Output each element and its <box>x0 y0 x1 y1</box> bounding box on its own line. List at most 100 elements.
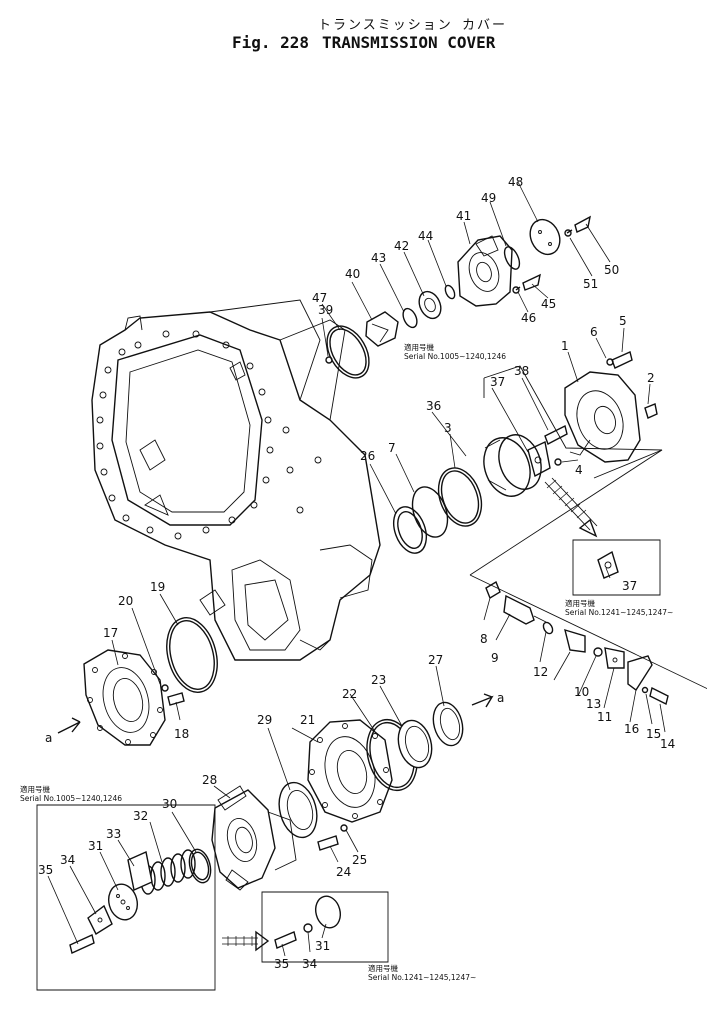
callout-10: 10 <box>574 685 589 699</box>
right-small-parts <box>469 449 707 706</box>
lock-plate-34 <box>87 904 113 936</box>
callout-34: 34 <box>60 853 75 867</box>
right-cover-group <box>392 351 663 596</box>
o-ring-30 <box>188 848 212 884</box>
detail-box-37 <box>572 539 661 596</box>
callout-17: 17 <box>103 626 118 640</box>
arrow-label-left: a <box>45 731 52 745</box>
callout-42: 42 <box>394 239 409 253</box>
bolt-38 <box>544 424 568 445</box>
sensor-9 <box>503 594 535 625</box>
callout-33: 33 <box>106 827 121 841</box>
applicable-label-right: 適用号機 <box>565 598 595 608</box>
callout-46: 46 <box>521 311 536 325</box>
plate-31 <box>107 883 139 921</box>
callout-22: 22 <box>342 687 357 701</box>
bearing-42 <box>418 290 442 320</box>
washer-15 <box>641 686 649 694</box>
bracket-lines <box>483 365 663 479</box>
ring-20 <box>161 684 169 692</box>
top-cover-group <box>325 215 591 379</box>
figure-name: TRANSMISSION COVER <box>322 33 496 52</box>
callout-23: 23 <box>371 673 386 687</box>
callout-14: 14 <box>660 737 675 751</box>
snap-ring-44 <box>444 284 456 300</box>
callout-8: 8 <box>480 632 488 646</box>
serial-note-top: Serial No.1005~1240,1246 <box>404 352 506 361</box>
callouts: 1 2 3 4 5 6 7 8 9 10 11 12 13 14 15 16 1… <box>38 175 675 971</box>
callout-36: 36 <box>426 399 441 413</box>
callout-6: 6 <box>590 325 598 339</box>
ring-43 <box>402 307 418 329</box>
callout-18: 18 <box>174 727 189 741</box>
spacer-33 <box>127 851 153 891</box>
bolt-14 <box>649 686 669 706</box>
callout-31: 31 <box>88 839 103 853</box>
callout-28: 28 <box>202 773 217 787</box>
left-detail-box <box>36 804 270 991</box>
detail-box-left <box>36 804 216 991</box>
cap-48 <box>529 218 561 256</box>
cover-41 <box>457 235 513 307</box>
bolt-35b <box>274 931 297 949</box>
serial-note-left-box: Serial No.1005~1240,1246 <box>20 794 122 803</box>
callout-7: 7 <box>388 441 396 455</box>
plug-4 <box>554 458 562 466</box>
callout-32: 32 <box>133 809 148 823</box>
cover-17 <box>83 649 166 746</box>
plate-31b <box>314 895 342 929</box>
washer-25 <box>340 824 348 832</box>
leader-lines <box>47 181 666 957</box>
callout-45: 45 <box>541 297 556 311</box>
callout-9: 9 <box>491 651 499 665</box>
callout-25: 25 <box>352 853 367 867</box>
callout-1: 1 <box>561 339 569 353</box>
callout-3: 3 <box>444 421 452 435</box>
callout-30: 30 <box>162 797 177 811</box>
callout-35b: 35 <box>274 957 289 971</box>
callout-12: 12 <box>533 665 548 679</box>
callout-35: 35 <box>38 863 53 877</box>
ring-3 <box>437 467 483 527</box>
callout-39: 39 <box>318 303 333 317</box>
clip-16 <box>627 655 653 692</box>
callout-11: 11 <box>597 710 612 724</box>
transmission-housing <box>91 299 381 661</box>
seal-26 <box>392 506 428 554</box>
callout-41: 41 <box>456 209 471 223</box>
arrow-label-right: a <box>497 691 504 705</box>
nut-13 <box>593 647 603 657</box>
applicable-label-top: 適用号機 <box>404 342 434 352</box>
gasket-37 <box>527 440 551 478</box>
plug-10 <box>564 628 586 653</box>
callout-21: 21 <box>300 713 315 727</box>
reference-line <box>469 449 663 576</box>
japanese-cover-label: カバー <box>462 18 508 33</box>
o-ring-19 <box>166 617 218 693</box>
bolt-24 <box>317 835 339 851</box>
callout-37b: 37 <box>622 579 637 593</box>
applicable-label-bottom: 適用号機 <box>368 963 398 973</box>
left-cover-group <box>57 617 218 746</box>
washer-51 <box>564 229 572 237</box>
ring-27 <box>432 701 464 747</box>
callout-40: 40 <box>345 267 360 281</box>
washer-34b <box>303 923 313 933</box>
callout-31b: 31 <box>315 939 330 953</box>
serial-note-bottom-box: Serial No.1241~1245,1247~ <box>368 973 476 982</box>
callout-50: 50 <box>604 263 619 277</box>
figure-number: Fig. 228 <box>232 33 310 52</box>
washer-46 <box>512 286 520 294</box>
detail-box-bottom <box>261 891 389 963</box>
callout-5: 5 <box>619 314 627 328</box>
callout-19: 19 <box>150 580 165 594</box>
serial-note-right: Serial No.1241~1245,1247~ <box>565 608 673 617</box>
callout-16: 16 <box>624 722 639 736</box>
applicable-label-left: 適用号機 <box>20 784 50 794</box>
fitting-8 <box>485 580 501 600</box>
cover-1 <box>564 371 641 463</box>
callout-2: 2 <box>647 371 655 385</box>
callout-51: 51 <box>583 277 598 291</box>
plug-2 <box>644 403 658 419</box>
